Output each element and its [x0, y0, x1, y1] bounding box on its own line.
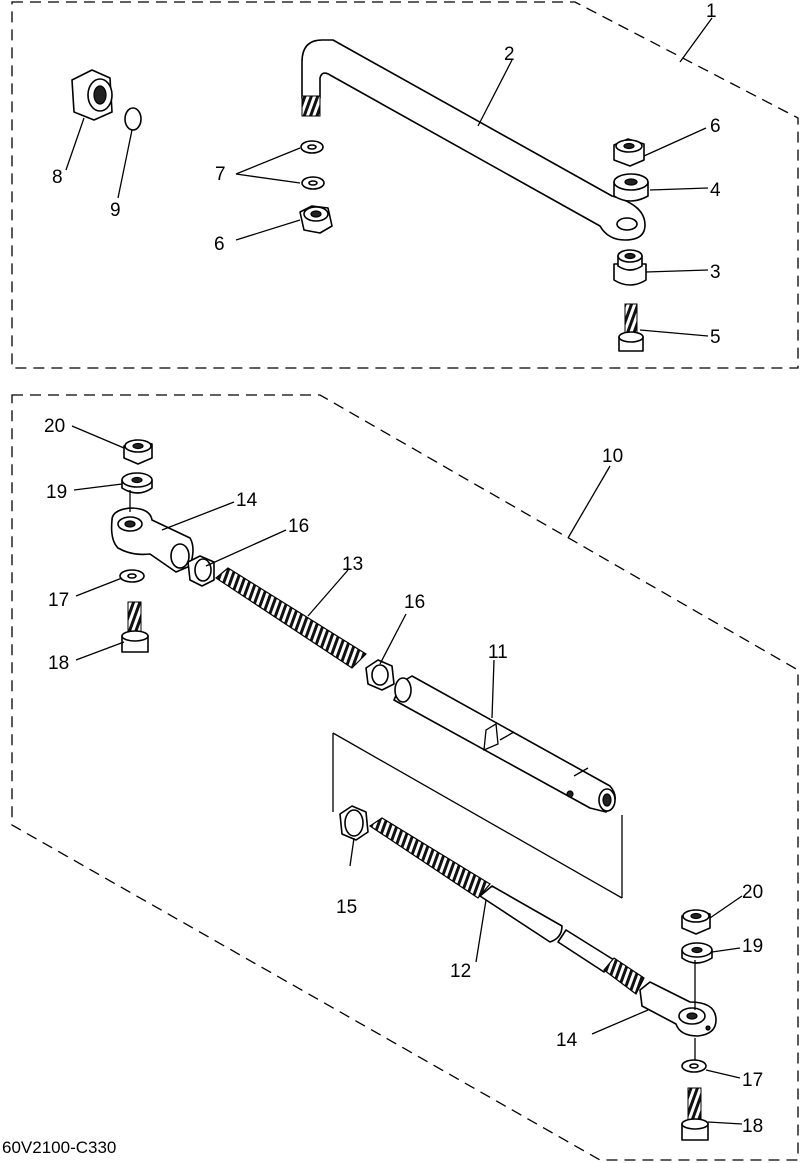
callout-2: 2: [504, 44, 515, 65]
part-4-collar: [613, 173, 649, 202]
part-14-ball-joint-upper: [110, 507, 194, 573]
part-16-nut-middle: [365, 659, 395, 691]
part-8-sleeve-nut: [71, 69, 113, 121]
part-16-nut-upper: [187, 555, 215, 587]
lower-group-boundary: [11, 394, 799, 1161]
part-2-link-rod: [301, 39, 646, 241]
part-13-threaded-rod: [214, 567, 367, 669]
callout-6-left: 6: [214, 234, 225, 255]
part-11-adjust-tube: [393, 675, 616, 813]
callout-14-upper: 14: [236, 490, 258, 511]
callout-20-right: 20: [742, 882, 763, 903]
callout-17-left: 17: [48, 590, 69, 611]
callout-19-right: 19: [742, 936, 763, 957]
part-6-nut-right: [613, 138, 645, 167]
callout-17-right: 17: [742, 1070, 763, 1091]
callout-5: 5: [710, 327, 721, 348]
callout-15: 15: [336, 897, 357, 918]
callout-14-lower: 14: [556, 1030, 578, 1051]
callout-labels: 1 2 3 4 5 6 6 7 8 9 10 11 12 13 14 14 15…: [44, 1, 763, 1137]
subassembly-bracket: [332, 732, 623, 899]
part-19-washer-right: [681, 942, 713, 964]
leader-lines: [65, 17, 743, 1125]
callout-3: 3: [710, 262, 721, 283]
callout-13: 13: [342, 554, 363, 575]
part-19-washer-left: [121, 472, 153, 494]
part-20-nut-left: [123, 439, 153, 465]
part-14-ball-joint-lower: [639, 981, 717, 1037]
assembly-axis-upper: [129, 490, 696, 1060]
callout-16-upper: 16: [288, 516, 309, 537]
callout-1: 1: [706, 1, 717, 22]
callout-12: 12: [450, 961, 471, 982]
part-5-bolt: [618, 303, 644, 352]
callout-6-right: 6: [710, 116, 721, 137]
callout-4: 4: [710, 180, 721, 201]
callout-10: 10: [602, 446, 623, 467]
callout-18-left: 18: [48, 653, 69, 674]
part-12-steering-rod: [368, 817, 645, 995]
part-6-nut-left: [299, 205, 333, 234]
part-18-bolt-right: [681, 1087, 709, 1141]
upper-group-boundary: [11, 1, 799, 369]
drawing-code: 60V2100-C330: [2, 1138, 116, 1157]
callout-20-left: 20: [44, 416, 65, 437]
callout-19-left: 19: [46, 482, 67, 503]
callout-18-right: 18: [742, 1116, 763, 1137]
part-9-o-ring: [124, 107, 142, 131]
callout-16-middle: 16: [404, 592, 425, 613]
callout-9: 9: [110, 200, 121, 221]
part-3-bushing: [613, 249, 647, 286]
callout-8: 8: [52, 167, 63, 188]
callout-7: 7: [215, 164, 226, 185]
callout-11: 11: [488, 642, 508, 663]
part-20-nut-right: [681, 909, 711, 935]
part-15-lock-nut: [339, 805, 369, 841]
part-18-bolt-left: [121, 601, 149, 653]
